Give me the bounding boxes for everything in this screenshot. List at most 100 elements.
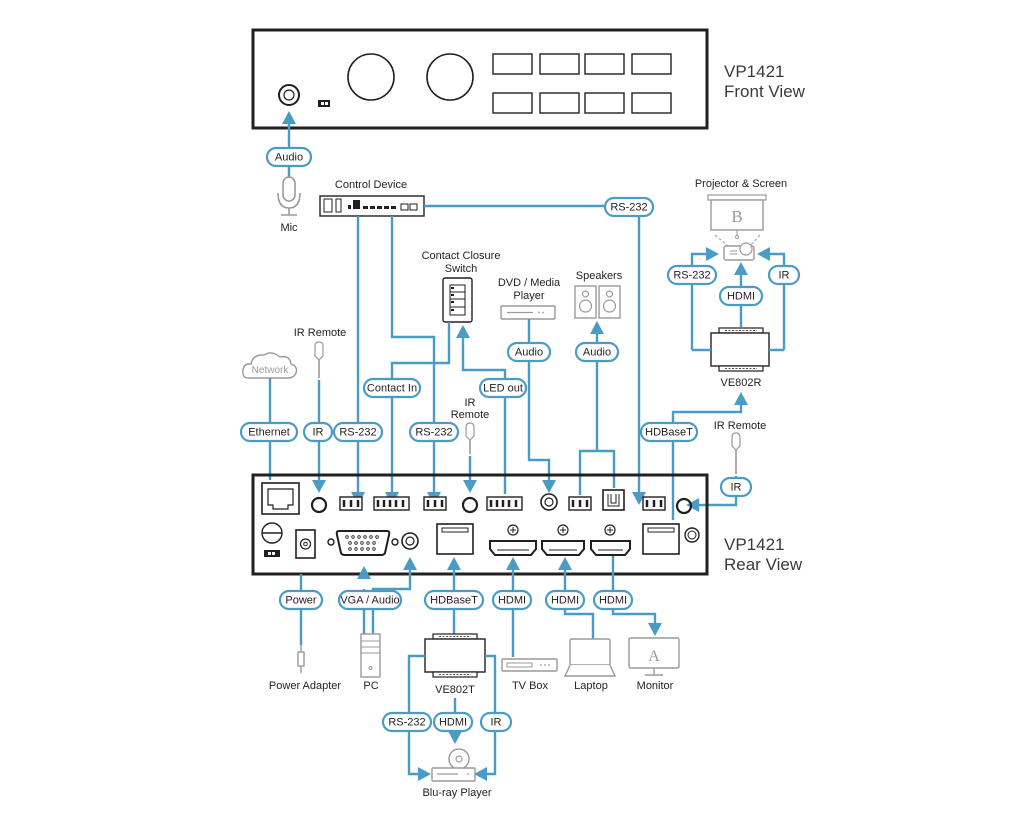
front-audio-jack [278,84,300,106]
ve802t-icon [424,633,486,678]
contact-closure-switch-icon [442,277,473,323]
pill-text: Audio [275,152,303,164]
pill-outline [381,711,433,733]
pill-text: IR [779,270,790,282]
pill-text: RS-232 [388,717,425,729]
speakers-icon [574,285,621,319]
pill-outline [362,377,422,399]
connection-label-audio-mic: Audio [265,146,313,168]
pill-text: RS-232 [610,202,647,214]
terminal-block-rs232-2 [423,496,447,511]
connection-label-hdbaset-ve802r: HDBaseT [639,421,699,443]
pill-outline [479,711,513,733]
connection-label-hdmi-tvbox: HDMI [491,589,533,611]
screen-letter: B [731,207,742,226]
tv-box-label: TV Box [512,680,549,692]
contact-closure-label-2: Switch [445,263,477,275]
bluray-player-icon [431,748,476,782]
pill-text: HDBaseT [645,427,693,439]
pill-text: Audio [515,347,543,359]
pill-outline [408,421,460,443]
terminal-block-rs232-1 [339,496,363,511]
pill-outline [574,341,620,363]
pill-text: IR [313,427,324,439]
pill-outline [491,589,533,611]
pill-text: Contact In [367,383,417,395]
connection-label-audio-dvd: Audio [506,341,552,363]
pill-outline [278,589,324,611]
front-knob-left [347,53,395,101]
terminal-block-led [486,496,523,511]
hdmi-port-out [590,524,631,556]
pill-text: HDMI [439,717,467,729]
connection-label-rs232-projector: RS-232 [666,264,718,286]
pill-outline [767,264,801,286]
network-label: Network [252,365,290,376]
connection-label-ir-3: IR [719,476,753,498]
pill-text: RS-232 [415,427,452,439]
ir-remote-1-label: IR Remote [294,327,347,339]
monitor-label: Monitor [637,680,674,692]
dvd-label: DVD / Media [498,277,561,289]
pill-text: HDMI [599,595,627,607]
network-cloud-icon: Network [242,352,298,379]
dvd-player-icon [500,305,556,320]
power-adapter-icon [297,645,305,673]
contact-closure-label: Contact Closure [422,250,501,262]
pill-text: IR [491,717,502,729]
mic-label: Mic [280,222,298,234]
ir-remote-2-label-2: Remote [451,409,490,421]
pill-outline [719,476,753,498]
hdbaset-port-out [642,523,680,555]
tv-box-icon [501,658,558,672]
speakers-label: Speakers [576,270,623,282]
terminal-block-rs232-3 [642,496,666,511]
connection-label-rs232-control-top: RS-232 [603,196,655,218]
vp1421-front-panel [251,28,709,130]
control-device-icon [319,195,425,217]
ve802r-icon [710,327,770,372]
hdmi-port-1 [489,524,537,556]
connection-label-ir-bluray: IR [479,711,513,733]
laptop-icon [563,638,617,677]
pc-label: PC [363,680,378,692]
connection-label-audio-speakers: Audio [574,341,620,363]
ir-remote-3-icon [731,432,741,451]
terminal-block-contact [373,496,410,511]
pill-outline [423,589,485,611]
ve802r-label: VE802R [721,377,762,389]
laptop-label: Laptop [574,680,608,692]
control-device-label: Control Device [335,179,407,191]
pill-text: HDMI [727,291,755,303]
vga-port [327,530,399,556]
rear-view-title: VP1421 [724,535,785,554]
front-view-title: VP1421 [724,62,785,81]
pc-tower-icon [360,633,381,678]
pill-outline [239,421,299,443]
monitor-icon: A [628,637,680,676]
connection-label-power: Power [278,589,324,611]
power-jack [295,529,316,559]
pill-outline [478,377,528,399]
power-adapter-label: Power Adapter [269,680,341,692]
hdbaset-port-in [436,523,474,555]
pill-text: Ethernet [248,427,290,439]
pill-outline [265,146,313,168]
pill-outline [592,589,634,611]
ve802t-label: VE802T [435,684,475,696]
vp1421-rear-panel [251,473,709,576]
connection-label-hdmi-laptop: HDMI [544,589,586,611]
projector-label: Projector & Screen [695,178,787,190]
connection-label-hdmi-bluray: HDMI [432,711,474,733]
connection-label-contact-in: Contact In [362,377,422,399]
power-switch-icon [261,522,283,557]
pill-outline [718,285,764,307]
front-view-subtitle: Front View [724,82,806,101]
pill-outline [332,421,384,443]
dvd-label-2: Player [513,290,545,302]
connection-label-rs232-bluray: RS-232 [381,711,433,733]
connection-label-ir-1: IR [302,421,334,443]
monitor-letter: A [648,648,660,665]
ir-remote-3-label: IR Remote [714,420,767,432]
